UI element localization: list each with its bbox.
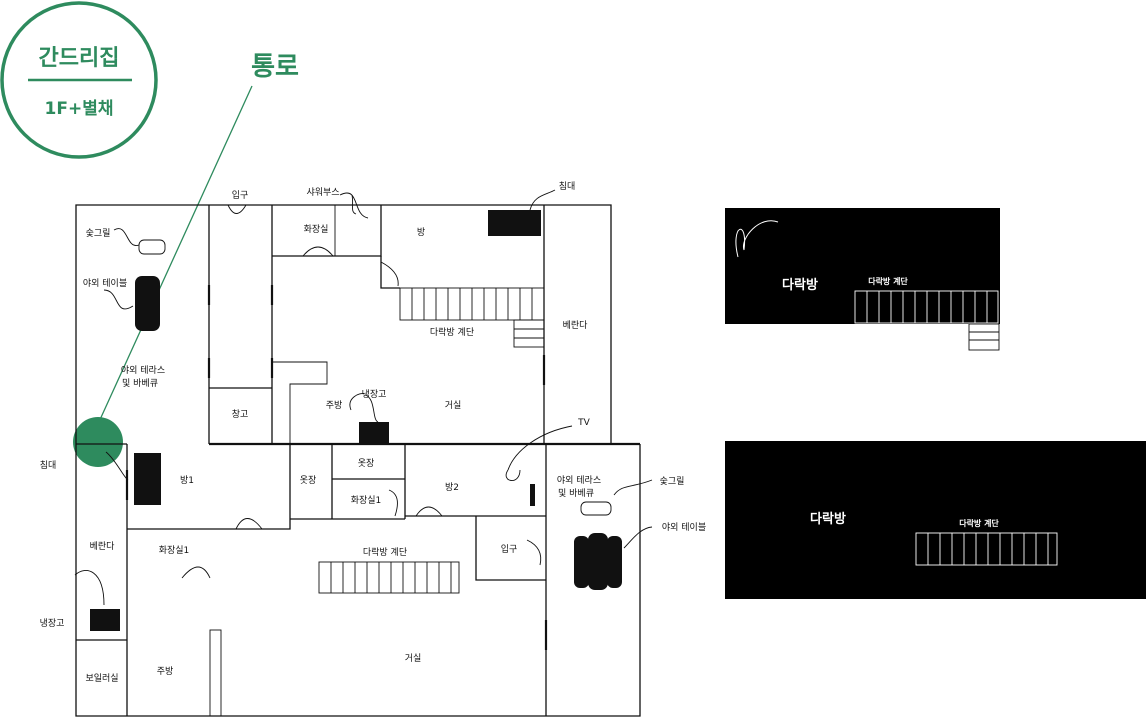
label-attic-stairs-top: 다락방 계단 bbox=[430, 326, 474, 338]
passage-label: 통로 bbox=[251, 52, 299, 82]
attic-top-stairs-label: 다락방 계단 bbox=[868, 276, 908, 286]
house-badge: 간드리집 1F+별채 bbox=[0, 1, 158, 159]
label-terrace-right-2: 및 바베큐 bbox=[558, 487, 594, 499]
bbq-grill-right bbox=[580, 501, 612, 516]
bed-top bbox=[488, 210, 541, 236]
attic-top-area bbox=[725, 208, 1000, 324]
attic-bottom-title: 다락방 bbox=[810, 511, 846, 527]
label-tv: TV bbox=[577, 418, 590, 428]
outdoor-bench-2 bbox=[607, 536, 622, 588]
outdoor-bench-1 bbox=[574, 536, 589, 588]
label-terrace-right-1: 야외 테라스 bbox=[557, 474, 601, 486]
passage-leader-line bbox=[97, 85, 253, 425]
label-bbq-grill-right: 숯그릴 bbox=[660, 476, 685, 487]
label-fridge-outside: 냉장고 bbox=[40, 618, 65, 629]
label-room1: 방1 bbox=[180, 475, 194, 486]
fridge-outside bbox=[90, 609, 120, 631]
badge-house-name: 간드리집 bbox=[39, 46, 120, 71]
outdoor-table-right bbox=[588, 533, 608, 590]
label-room2: 방2 bbox=[445, 482, 459, 493]
badge-floor: 1F+별채 bbox=[45, 99, 114, 119]
label-living-bottom: 거실 bbox=[405, 653, 422, 664]
label-terrace-left-2: 및 바베큐 bbox=[122, 377, 158, 389]
label-restroom-mid: 화장실1 bbox=[351, 495, 382, 506]
callout-lines bbox=[74, 189, 653, 606]
passage-marker bbox=[73, 417, 123, 467]
label-restroom-top: 화장실 bbox=[304, 224, 329, 235]
label-living-top: 거실 bbox=[445, 400, 462, 411]
attic-bottom-stairs-label: 다락방 계단 bbox=[959, 518, 999, 528]
label-restroom1: 화장실1 bbox=[159, 545, 190, 556]
label-entrance-right: 입구 bbox=[501, 543, 518, 555]
label-storage: 창고 bbox=[232, 409, 249, 420]
label-kitchen-top: 주방 bbox=[326, 400, 343, 411]
kitchen-counter bbox=[209, 629, 222, 717]
bed-room1 bbox=[134, 453, 161, 505]
label-veranda-left: 베란다 bbox=[90, 540, 116, 552]
label-fridge-top: 냉장고 bbox=[362, 389, 387, 400]
label-entrance-top: 입구 bbox=[232, 189, 249, 201]
attic-plan-top: 다락방 다락방 계단 bbox=[725, 208, 1000, 351]
room-labels: 숯그릴 야외 테이블 야외 테라스 및 바베큐 침대 베란다 냉장고 보일러실 … bbox=[40, 181, 707, 684]
attic-stairs-top bbox=[399, 287, 545, 348]
attic-plan-bottom: 다락방 다락방 계단 bbox=[725, 441, 1146, 599]
fridge-top bbox=[359, 422, 389, 444]
attic-bottom-area bbox=[725, 441, 1146, 599]
label-terrace-left-1: 야외 테라스 bbox=[121, 364, 165, 376]
label-room-top: 방 bbox=[417, 227, 425, 238]
label-outdoor-table-right: 야외 테이블 bbox=[662, 521, 706, 533]
house-walls bbox=[75, 204, 641, 717]
label-attic-stairs-bottom: 다락방 계단 bbox=[363, 546, 407, 558]
label-bed-outside: 침대 bbox=[40, 460, 57, 471]
label-closet-horizontal: 옷장 bbox=[358, 458, 375, 469]
furniture bbox=[90, 210, 622, 717]
label-shower-booth: 샤워부스 bbox=[306, 187, 339, 198]
badge-circle bbox=[0, 1, 158, 159]
attic-top-title: 다락방 bbox=[782, 277, 818, 293]
label-closet-vertical: 옷장 bbox=[300, 475, 317, 486]
label-boiler-room: 보일러실 bbox=[85, 673, 118, 684]
tv bbox=[530, 484, 535, 506]
outdoor-table-left bbox=[135, 276, 160, 331]
bbq-grill-left bbox=[138, 239, 166, 255]
label-bbq-grill-left: 숯그릴 bbox=[86, 228, 111, 239]
attic-stairs-bottom bbox=[318, 561, 460, 594]
label-bed-top: 침대 bbox=[559, 181, 576, 192]
label-veranda-right: 베란다 bbox=[563, 319, 589, 331]
label-kitchen-bottom: 주방 bbox=[157, 666, 174, 677]
label-outdoor-table-left: 야외 테이블 bbox=[83, 277, 127, 289]
